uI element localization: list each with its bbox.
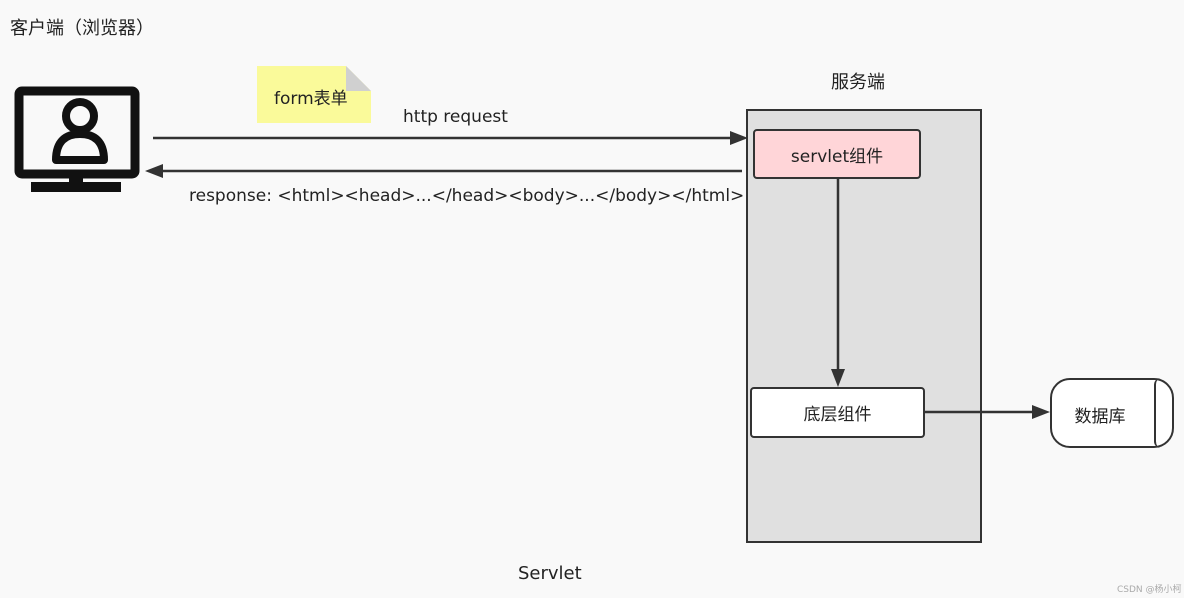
user-monitor-icon bbox=[14, 86, 140, 192]
database-rim bbox=[1154, 378, 1174, 448]
client-title: 客户端（浏览器） bbox=[10, 18, 154, 39]
response-label: response: <html><head>...</head><body>..… bbox=[189, 186, 745, 206]
lower-component: 底层组件 bbox=[750, 387, 925, 438]
response-arrowhead bbox=[145, 164, 163, 178]
server-container bbox=[746, 109, 982, 543]
database-label: 数据库 bbox=[1074, 407, 1126, 427]
lower-component-label: 底层组件 bbox=[803, 405, 872, 425]
watermark: CSDN @杨小柯 bbox=[1117, 585, 1182, 595]
request-arrowhead bbox=[730, 131, 748, 145]
server-title: 服务端 bbox=[831, 72, 885, 93]
servlet-component-label: servlet组件 bbox=[790, 146, 884, 167]
request-label: http request bbox=[403, 107, 508, 127]
note-label: form表单 bbox=[274, 89, 348, 109]
servlet-component: servlet组件 bbox=[753, 129, 921, 179]
lower-to-db-arrowhead bbox=[1032, 405, 1050, 419]
servlet-to-lower-arrowhead bbox=[831, 369, 845, 387]
database-cylinder bbox=[1050, 378, 1174, 448]
diagram-caption: Servlet bbox=[518, 563, 582, 584]
